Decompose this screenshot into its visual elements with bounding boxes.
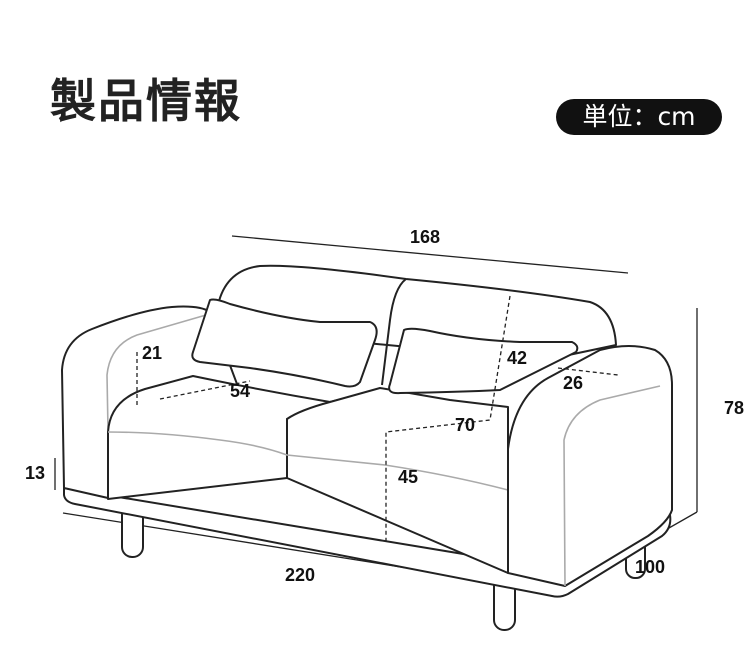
- dim-78: 78: [724, 398, 744, 418]
- dim-100: 100: [635, 557, 665, 577]
- dim-45: 45: [398, 467, 418, 487]
- back-pillow-left: [191, 298, 378, 388]
- dim-26: 26: [563, 373, 583, 393]
- dim-13: 13: [25, 463, 45, 483]
- dim-220: 220: [285, 565, 315, 585]
- dim-70: 70: [455, 415, 475, 435]
- dim-168: 168: [410, 227, 440, 247]
- unit-badge: 単位：cm: [556, 99, 722, 135]
- seat-depth-dash: [159, 380, 251, 400]
- back-pillow-right: [388, 327, 579, 395]
- dim-54: 54: [230, 381, 250, 401]
- seat-dash: [385, 295, 511, 544]
- width-168-line: [231, 235, 629, 274]
- dim-42: 42: [507, 348, 527, 368]
- arm-width-dash: [557, 367, 619, 376]
- sofa-right-arm: [507, 345, 673, 587]
- page-title: 製品情報: [50, 74, 242, 128]
- dim-21: 21: [142, 343, 162, 363]
